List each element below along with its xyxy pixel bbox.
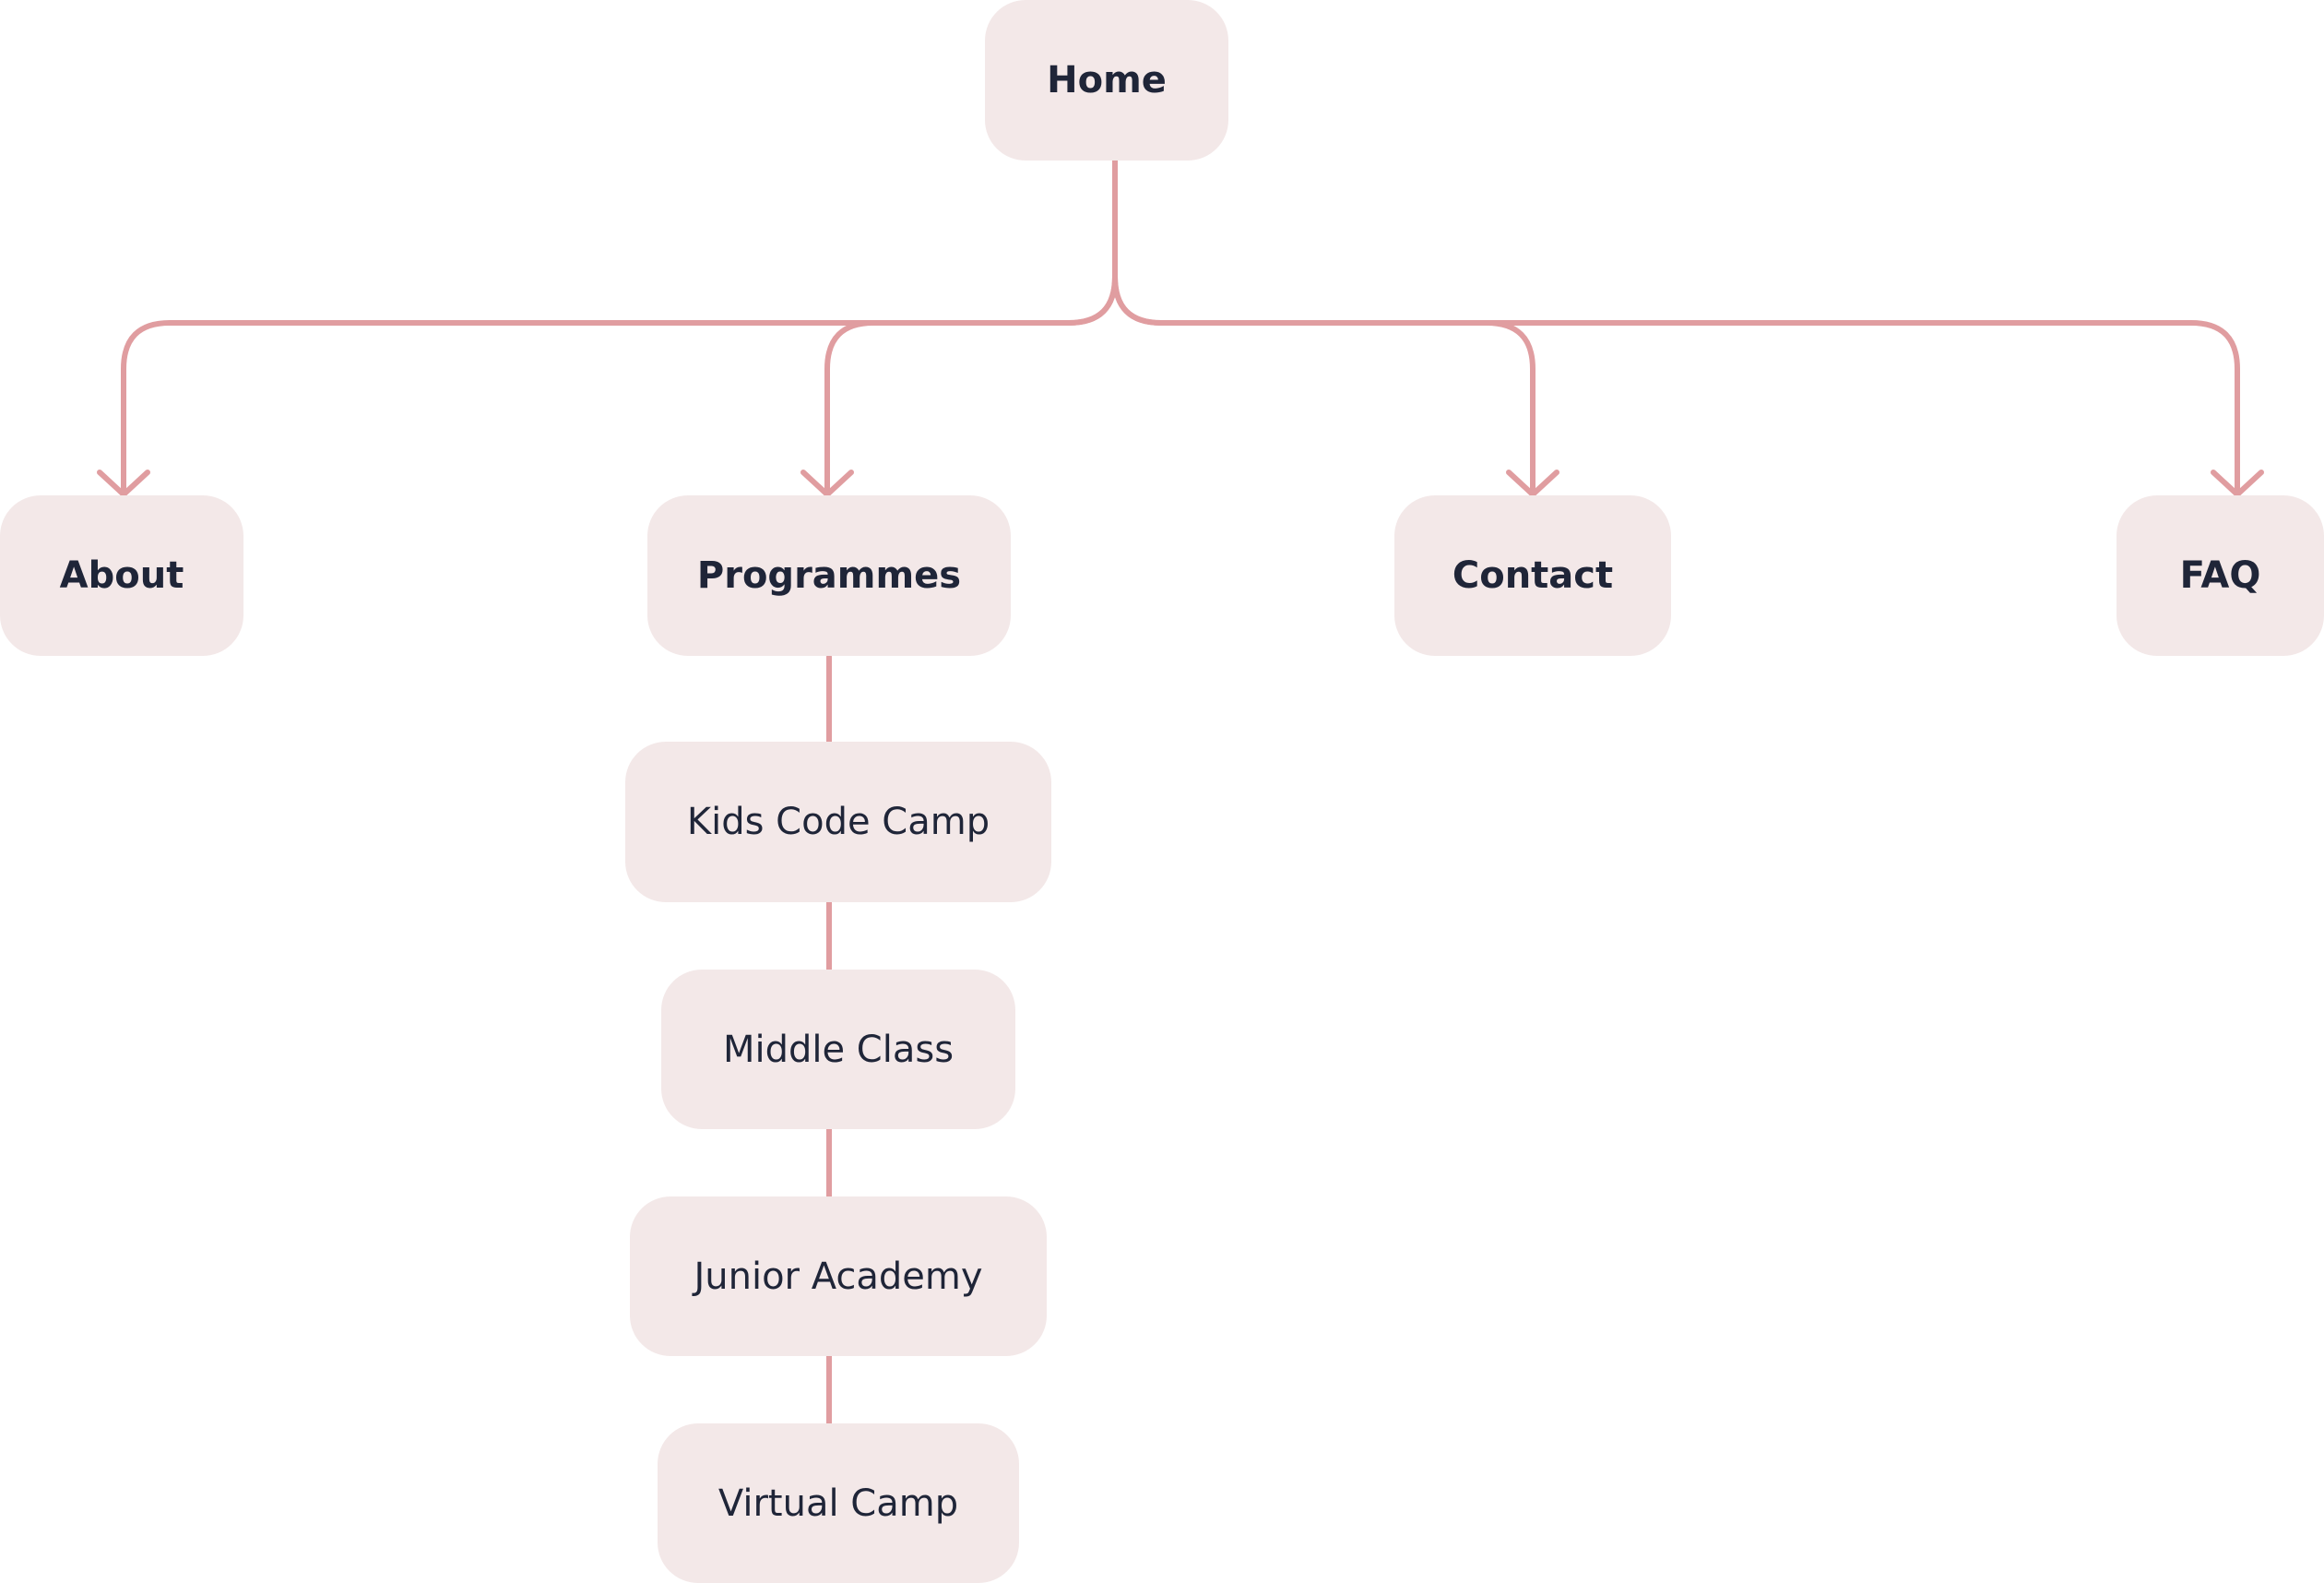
node-faq[interactable]: FAQ — [2116, 495, 2324, 656]
arrowhead-faq — [2211, 470, 2264, 497]
arrowhead-programmes — [800, 470, 854, 497]
node-about[interactable]: About — [0, 495, 243, 656]
arrowhead-contact — [1506, 470, 1559, 497]
node-middle-class[interactable]: Middle Class — [661, 970, 1015, 1129]
node-home[interactable]: Home — [985, 0, 1228, 161]
node-kids-code-camp[interactable]: Kids Code Camp — [625, 742, 1051, 902]
arrowhead-about — [97, 470, 150, 497]
connector-home-contact — [1112, 274, 1536, 496]
node-contact[interactable]: Contact — [1394, 495, 1671, 656]
connector-home-faq — [1112, 274, 2240, 496]
node-virtual-camp[interactable]: Virtual Camp — [658, 1423, 1019, 1583]
node-programmes[interactable]: Programmes — [647, 495, 1011, 656]
connector-home-about — [121, 274, 1118, 496]
node-junior-academy[interactable]: Junior Academy — [630, 1196, 1047, 1356]
connector-home-programmes — [824, 274, 1118, 496]
